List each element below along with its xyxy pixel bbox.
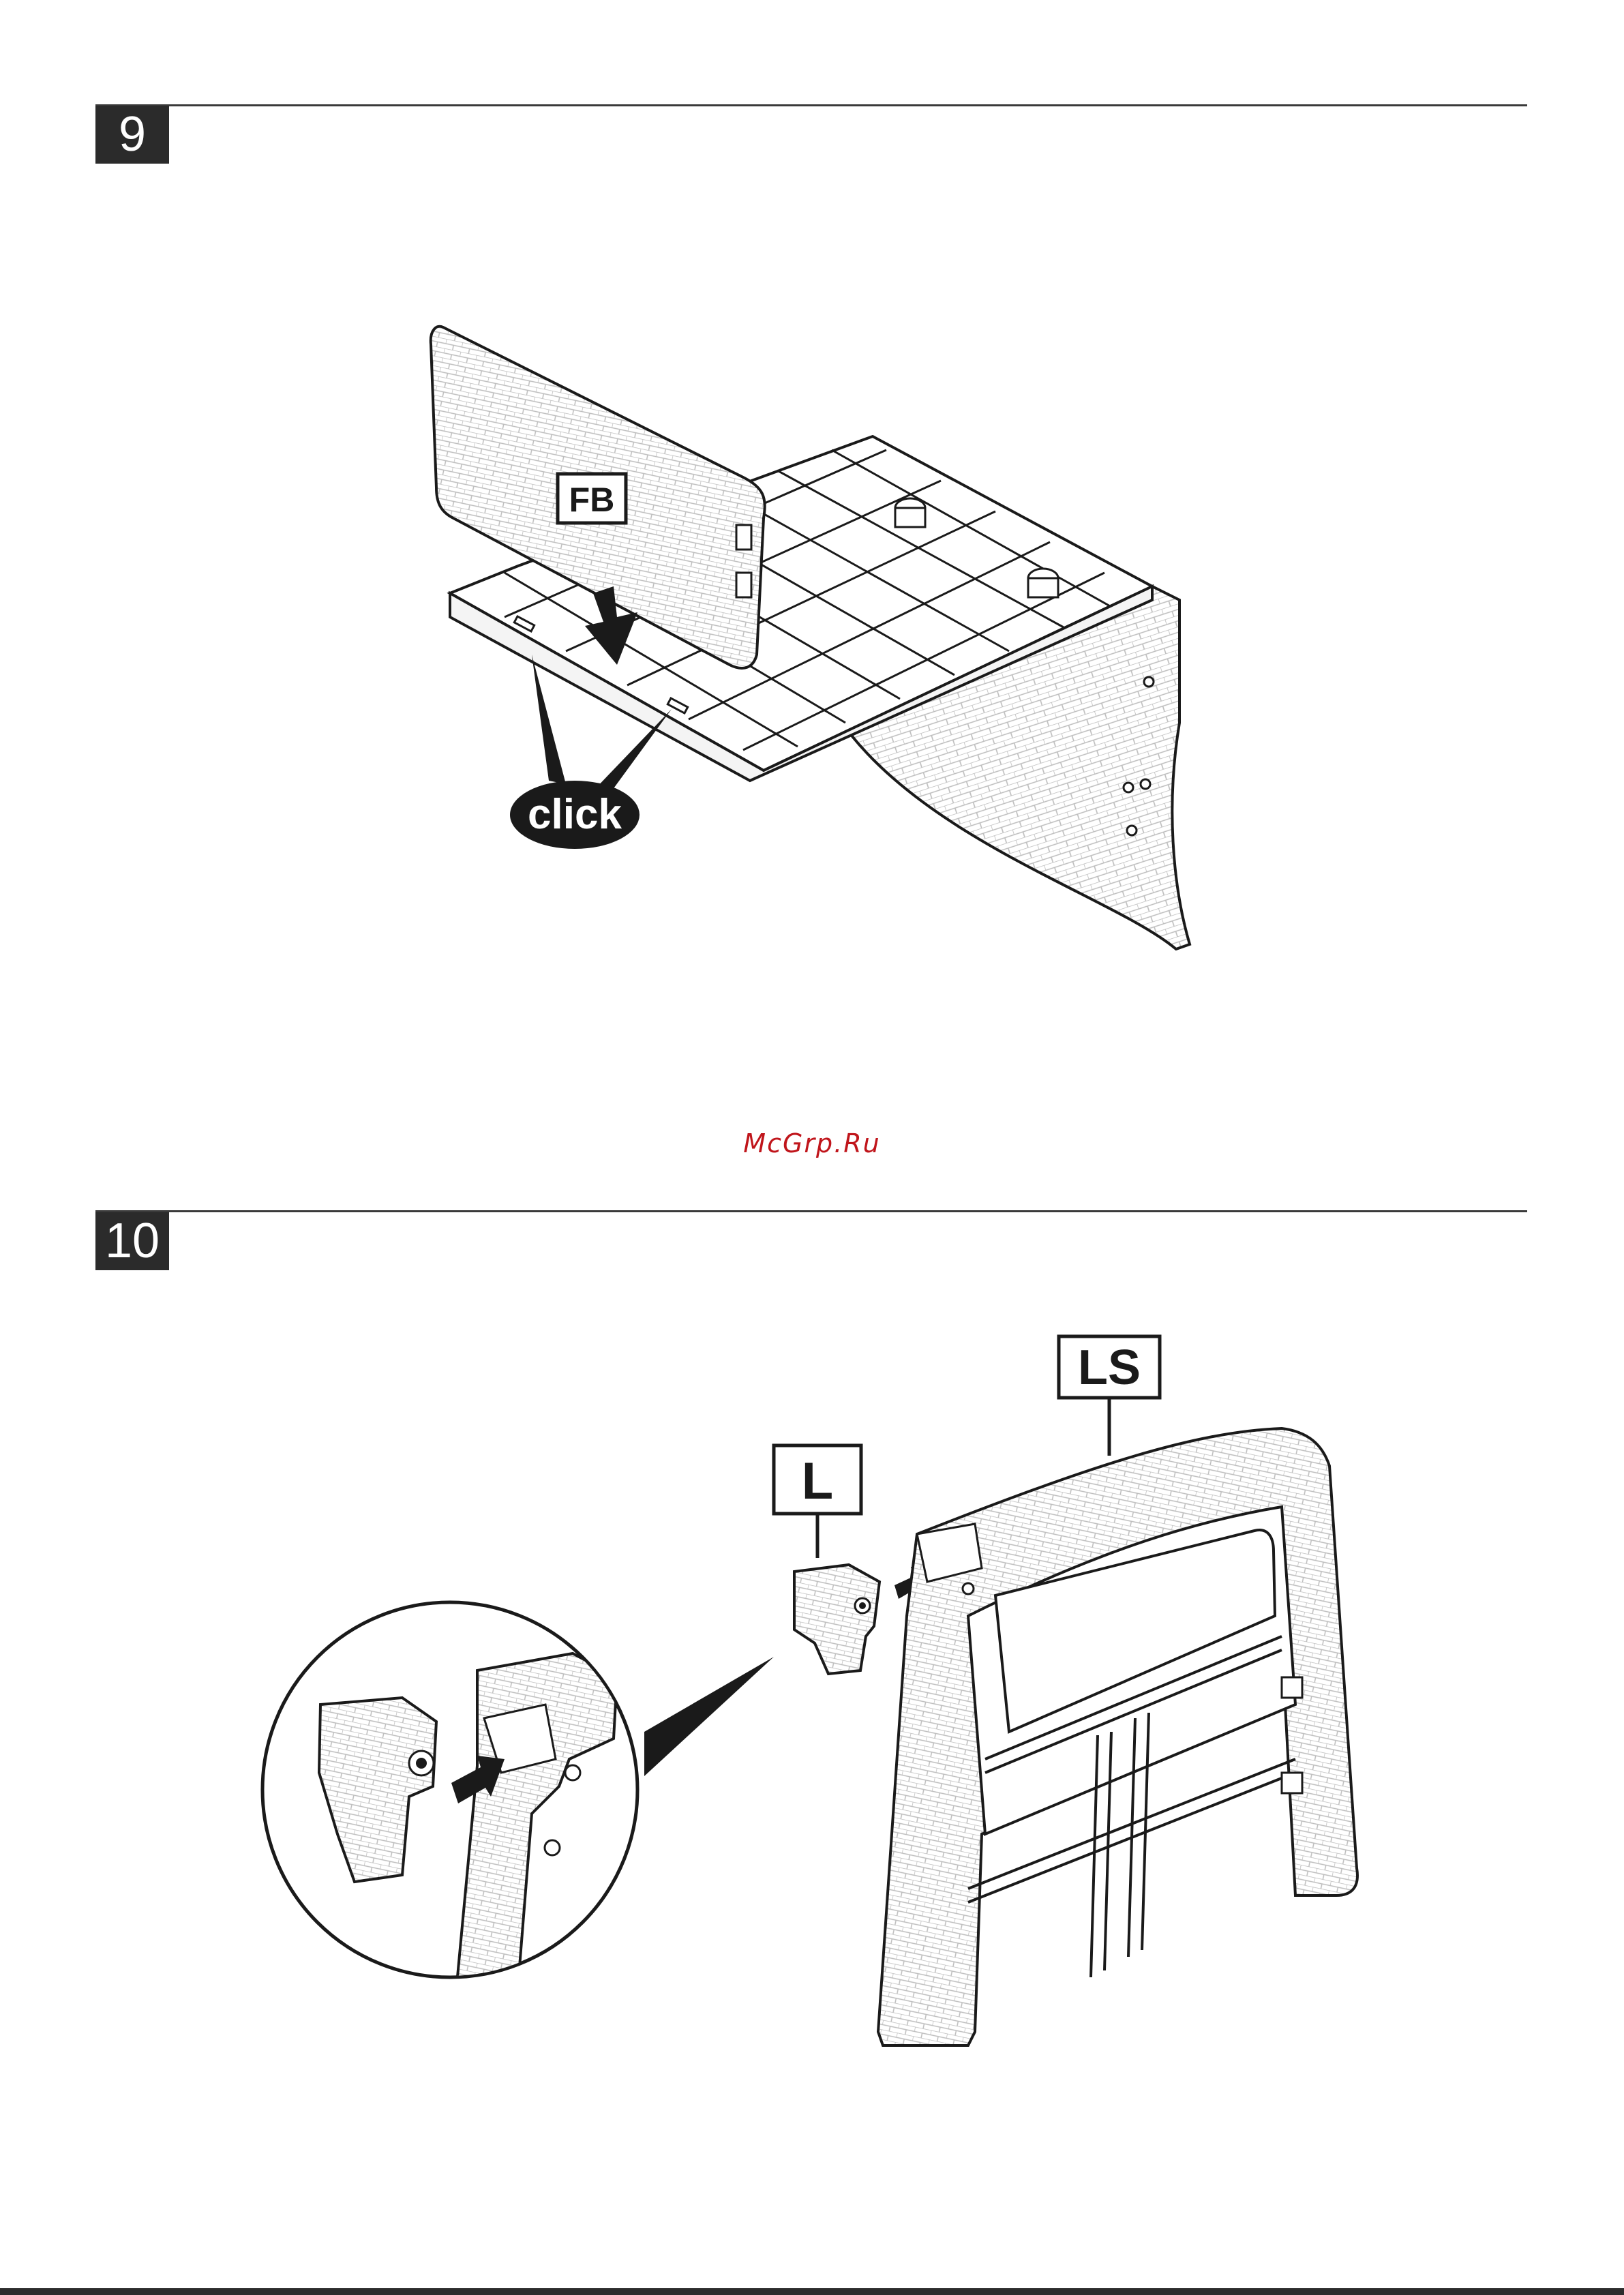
l-connector [794,1565,879,1674]
zoom-pointer [644,1657,774,1776]
step-10-rule [95,1210,1527,1212]
ls-frame [878,1428,1357,2045]
step-10-illustration: LS L [0,1295,1624,2250]
magnified-detail [262,1602,637,1984]
watermark: McGrp.Ru [0,1128,1624,1158]
l-label: L [802,1452,833,1510]
ls-label: LS [1078,1340,1141,1395]
page-bottom-border [0,2288,1624,2295]
step-9-illustration: FB click [0,0,1624,955]
fb-label: FB [569,481,615,519]
step-10-number: 10 [95,1212,169,1270]
click-label: click [528,791,622,838]
